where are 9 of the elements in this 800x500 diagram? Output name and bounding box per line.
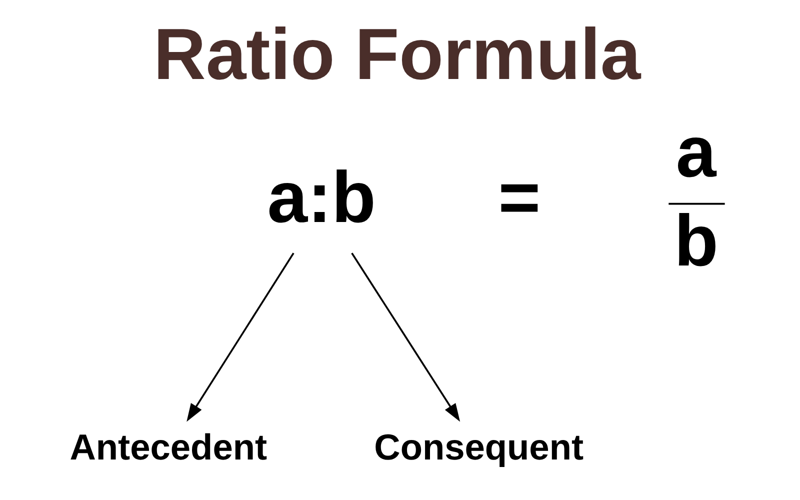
diagram-title: Ratio Formula xyxy=(154,14,641,95)
node-text: Antecedent xyxy=(70,426,268,468)
arrow xyxy=(351,252,460,422)
node-text: a:b xyxy=(267,156,376,238)
label: = xyxy=(498,156,541,238)
label: a xyxy=(676,112,716,193)
arrow xyxy=(186,252,294,422)
label: b xyxy=(674,200,718,282)
node-text: Consequent xyxy=(374,426,584,468)
